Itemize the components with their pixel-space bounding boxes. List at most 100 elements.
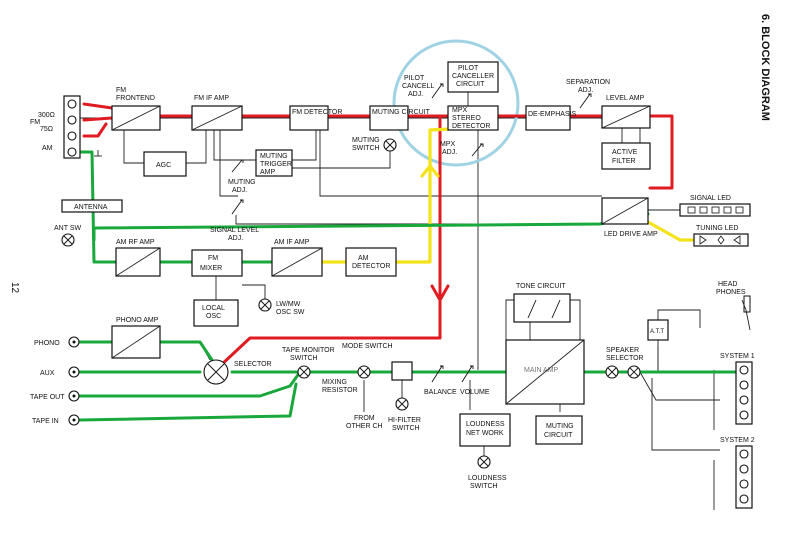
- label-active-2: FILTER: [612, 158, 636, 165]
- label-local-2: OSC: [206, 313, 221, 320]
- tape-in-jack-icon[interactable]: [68, 414, 80, 426]
- phono-jack-icon[interactable]: [68, 336, 80, 348]
- label-system1: SYSTEM 1: [720, 353, 755, 360]
- label-fm-mixer-2: MIXER: [200, 265, 222, 272]
- label-tape-mon-1: TAPE MONITOR: [282, 347, 335, 354]
- tuning-led-diamond-icon: [717, 235, 725, 245]
- label-mixing-1: MIXING: [322, 379, 347, 386]
- red-fm-path: [82, 102, 674, 190]
- balance-icon[interactable]: [431, 365, 444, 383]
- label-balance: BALANCE: [424, 389, 457, 396]
- headphone-jack-icon[interactable]: [743, 295, 751, 313]
- ant-sw-icon[interactable]: [61, 233, 75, 247]
- label-muting2-2: CIRCUIT: [544, 432, 573, 439]
- label-fm-frontend-1: FM: [116, 87, 126, 94]
- system2-terminal-icon[interactable]: [739, 464, 749, 474]
- loudness-switch-icon[interactable]: [477, 455, 491, 469]
- label-volume: VOLUME: [460, 389, 490, 396]
- label-lw-2: OSC SW: [276, 309, 305, 316]
- label-loudness-2: NET WORK: [466, 430, 504, 437]
- label-headphones-1: HEAD: [718, 281, 737, 288]
- hi-filter-block: [391, 361, 413, 381]
- tape-out-jack-icon[interactable]: [68, 390, 80, 402]
- aux-jack-icon[interactable]: [68, 366, 80, 378]
- terminal-300-icon[interactable]: [67, 99, 77, 109]
- selector-icon[interactable]: [203, 359, 229, 385]
- label-pilot-adj-2: CANCELL: [402, 83, 434, 90]
- label-phono-amp: PHONO AMP: [116, 317, 159, 324]
- red-fm-path-3: [82, 122, 108, 138]
- label-mixing-2: RESISTOR: [322, 387, 358, 394]
- label-loud-sw-2: SWITCH: [470, 483, 498, 490]
- mpx-adj-icon[interactable]: [471, 143, 484, 157]
- label-separation-2: ADJ.: [578, 87, 593, 94]
- label-am-det-2: DETECTOR: [352, 263, 390, 270]
- label-pilot-adj-1: PILOT: [404, 75, 425, 82]
- mpx-stereo-block: [447, 105, 499, 131]
- labels: 6. BLOCK DIAGRAM 12 300Ω FM 75Ω AM ANTEN…: [9, 14, 771, 490]
- terminal-am-icon[interactable]: [67, 147, 77, 157]
- tuning-led-arrow-left-icon: [733, 235, 741, 245]
- label-level-amp: LEVEL AMP: [606, 95, 645, 102]
- hi-filter-switch-icon[interactable]: [395, 397, 409, 411]
- system2-terminal-icon[interactable]: [739, 479, 749, 489]
- label-headphones-2: PHONES: [716, 289, 746, 296]
- yellow-path: [394, 126, 472, 264]
- label-fm-detector: FM DETECTOR: [292, 109, 342, 116]
- label-lw-1: LW/MW: [276, 301, 301, 308]
- diagram-title: 6. BLOCK DIAGRAM: [759, 14, 771, 121]
- volume-icon[interactable]: [461, 365, 474, 383]
- terminal-75-icon[interactable]: [67, 115, 77, 125]
- lw-mw-switch-icon[interactable]: [258, 298, 272, 312]
- system1-terminal-icon[interactable]: [739, 365, 749, 375]
- mode-switch-icon[interactable]: [357, 365, 371, 379]
- label-fm: FM: [30, 119, 40, 126]
- label-loudness-1: LOUDNESS: [466, 421, 505, 428]
- system2-terminal-icon[interactable]: [739, 494, 749, 504]
- label-muting-circuit: MUTING CIRCUIT: [372, 109, 431, 116]
- fm-detector-block: [289, 105, 329, 131]
- label-fm-frontend-2: FRONTEND: [116, 95, 155, 102]
- label-selector: SELECTOR: [234, 361, 272, 368]
- label-pilot-adj-3: ADJ.: [408, 91, 423, 98]
- tape-monitor-icon[interactable]: [297, 365, 311, 379]
- highlight-circle: [392, 39, 520, 167]
- tuning-led-arrow-right-icon: [699, 235, 707, 245]
- agc-block: [143, 151, 187, 177]
- label-att: A.T.T: [650, 329, 664, 335]
- label-signal-led: SIGNAL LED: [690, 195, 731, 202]
- system1-terminal-icon[interactable]: [739, 395, 749, 405]
- label-tape-in: TAPE IN: [32, 418, 59, 425]
- tone-circuit-block: [513, 293, 571, 323]
- pilot-adj-icon[interactable]: [431, 83, 444, 99]
- system2-terminal-icon[interactable]: [739, 449, 749, 459]
- label-led-drive: LED DRIVE AMP: [604, 231, 658, 238]
- system1-terminal-icon[interactable]: [739, 380, 749, 390]
- label-pilot-3: CIRCUIT: [456, 81, 485, 88]
- speaker-selector-icon[interactable]: [605, 365, 641, 379]
- label-separation-1: SEPARATION: [566, 79, 610, 86]
- signal-level-adj-icon[interactable]: [231, 199, 244, 215]
- system1-terminal-icon[interactable]: [739, 410, 749, 420]
- label-loud-sw-1: LOUDNESS: [468, 475, 507, 482]
- label-muting2-1: MUTING: [546, 423, 574, 430]
- blocks: [61, 61, 753, 509]
- att-block: [647, 319, 669, 341]
- label-system2: SYSTEM 2: [720, 437, 755, 444]
- label-trigger-2: TRIGGER: [260, 161, 292, 168]
- label-pilot-1: PILOT: [458, 65, 479, 72]
- red-fm-path-2: [82, 116, 114, 122]
- label-hifilter-2: SWITCH: [392, 425, 420, 432]
- label-de-emphasis: DE-EMPHASIS: [528, 111, 577, 118]
- label-fm-if-amp: FM IF AMP: [194, 95, 229, 102]
- label-tape-out: TAPE OUT: [30, 394, 65, 401]
- terminal-fm-icon[interactable]: [67, 131, 77, 141]
- label-mpx-2: STEREO: [452, 115, 481, 122]
- separation-adj-icon[interactable]: [579, 93, 592, 109]
- switches: [61, 83, 641, 469]
- signal-led-icons: [687, 206, 744, 214]
- tone-adj-icon[interactable]: [527, 299, 561, 319]
- muting-adj-icon[interactable]: [231, 159, 244, 173]
- label-muting-sw-1: MUTING: [352, 137, 380, 144]
- muting-switch-icon[interactable]: [383, 138, 397, 152]
